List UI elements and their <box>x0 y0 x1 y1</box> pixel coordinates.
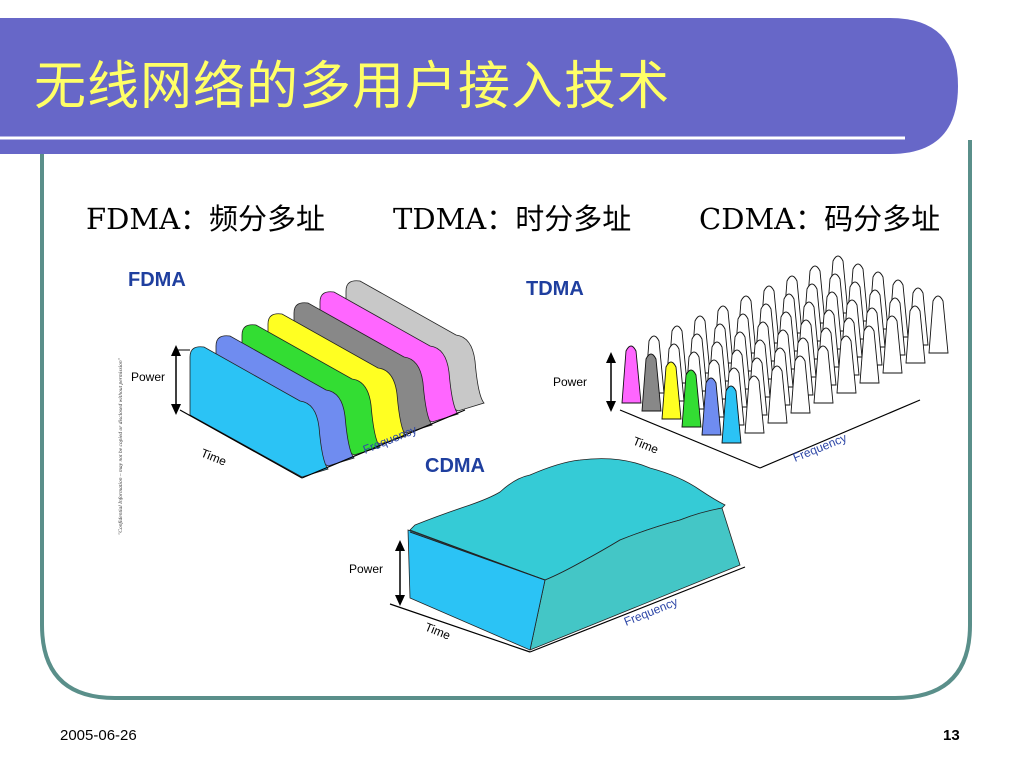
fdma-channels <box>189 280 485 478</box>
tdma-ridge <box>744 375 765 434</box>
tdma-ridge <box>767 365 788 424</box>
footer-date: 2005-06-26 <box>60 727 137 744</box>
fdma-side-note: "Confidential Information – may not be c… <box>117 357 124 535</box>
fdma-power-arrowhead-down <box>171 404 181 415</box>
tdma-ridge <box>790 355 811 414</box>
tdma-ridge <box>836 335 857 394</box>
title-bar <box>0 18 958 154</box>
cdma-title: CDMA <box>425 455 485 477</box>
tdma-slot-2 <box>641 353 662 412</box>
cdma-power-label: Power <box>349 562 383 576</box>
cdma-frequency-axis <box>529 566 746 653</box>
fdma-time-axis <box>179 409 303 479</box>
tdma-time-axis <box>619 409 761 469</box>
tdma-title: TDMA <box>526 278 584 300</box>
tdma-ridge <box>882 315 903 374</box>
cdma-side-face <box>529 507 741 651</box>
cdma-time-axis <box>389 603 531 653</box>
tdma-slot-6 <box>721 385 742 444</box>
tdma-ridge <box>905 305 926 364</box>
tdma-ridge <box>859 325 880 384</box>
fdma-title: FDMA <box>128 269 186 291</box>
content-frame <box>40 140 972 700</box>
tdma-slot-1 <box>621 345 642 404</box>
fdma-power-label: Power <box>131 370 165 384</box>
cdma-time-label: Time <box>423 620 453 643</box>
cdma-power-arrowhead-down <box>395 595 405 606</box>
tdma-ridge <box>813 345 834 404</box>
tdma-frequency-axis <box>759 399 921 469</box>
tdma-ridge <box>928 295 949 354</box>
subtitle-fdma: FDMA：频分多址 <box>86 202 326 236</box>
fdma-frequency-axis <box>301 409 466 479</box>
page-number: 13 <box>943 727 960 744</box>
tdma-power-arrowhead-up <box>606 352 616 363</box>
tdma-slot-5 <box>701 377 722 436</box>
tdma-slots <box>621 255 949 444</box>
cdma-power-arrowhead-up <box>395 540 405 551</box>
fdma-channel-1 <box>189 346 329 478</box>
subtitle-tdma: TDMA：时分多址 <box>393 202 632 236</box>
tdma-slot-4 <box>681 369 702 428</box>
tdma-power-arrowhead-down <box>606 401 616 412</box>
subtitle-cdma: CDMA：码分多址 <box>699 202 941 236</box>
cdma-edge <box>409 531 546 581</box>
tdma-power-label: Power <box>553 375 587 389</box>
slide-title: 无线网络的多用户接入技术 <box>34 57 671 117</box>
tdma-slot-3 <box>661 361 682 420</box>
